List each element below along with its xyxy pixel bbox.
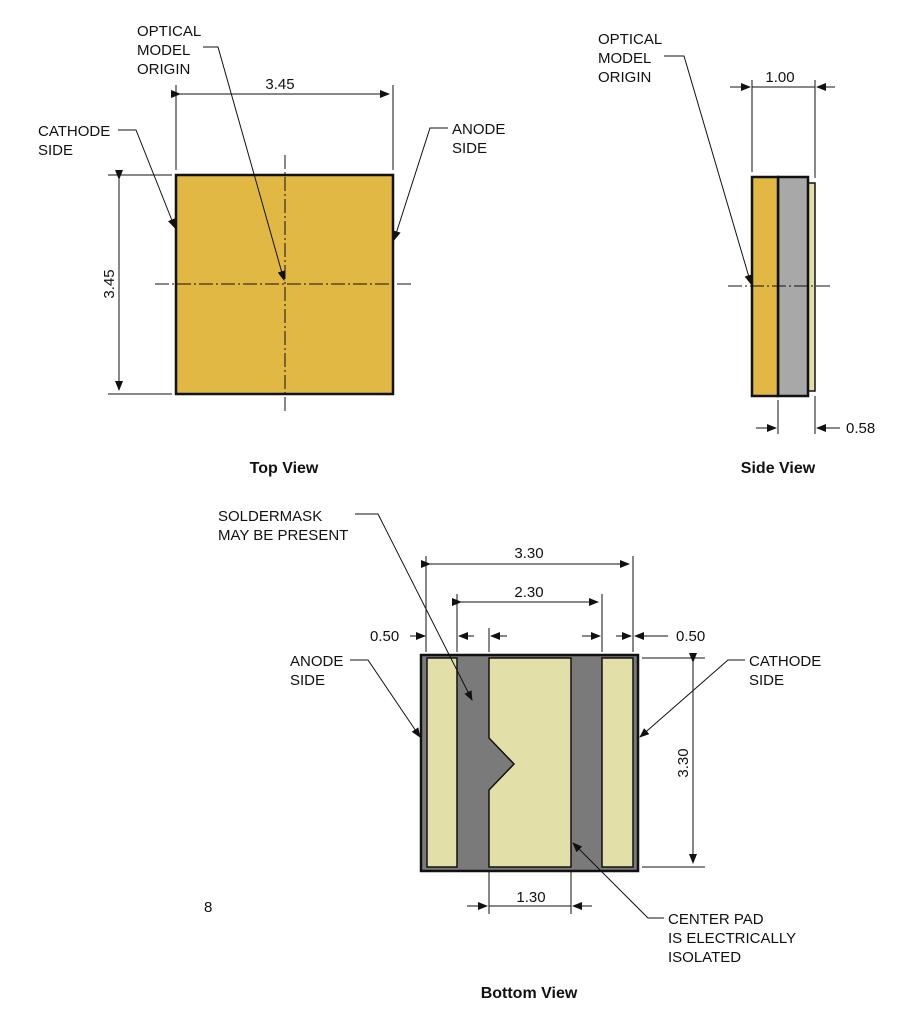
top-origin-leader <box>203 46 286 281</box>
bottom-center-pad-dim: 1.30 <box>516 889 545 906</box>
top-view-caption: Top View <box>250 460 319 477</box>
bottom-center-pad-leader <box>572 842 664 919</box>
side-origin-label: OPTICAL MODEL ORIGIN <box>598 31 666 86</box>
bottom-left-pad-dim: 0.50 <box>370 628 399 645</box>
bottom-height-dim: 3.30 <box>675 748 692 777</box>
top-anode-leader <box>392 127 448 241</box>
bottom-center-pad <box>488 657 572 868</box>
top-origin-label: OPTICAL MODEL ORIGIN <box>137 23 205 78</box>
bottom-right-pad-dim: 0.50 <box>676 628 705 645</box>
bottom-anode-pad <box>426 657 458 868</box>
bottom-center-pad-label: CENTER PAD IS ELECTRICALLY ISOLATED <box>668 911 800 966</box>
bottom-soldermask-label: SOLDERMASK MAY BE PRESENT <box>218 508 348 544</box>
bottom-inner-dim: 2.30 <box>514 584 543 601</box>
side-view-caption: Side View <box>741 460 816 477</box>
bottom-anode-leader <box>350 659 421 738</box>
top-cathode-leader <box>118 129 176 229</box>
top-view: 3.45 3.45 OPTICAL MODEL ORIGIN CATHODE S… <box>38 23 510 477</box>
side-thick-dim: 0.58 <box>846 420 875 437</box>
top-cathode-label: CATHODE SIDE <box>38 123 114 159</box>
side-origin-leader <box>664 55 753 285</box>
top-height-dim: 3.45 <box>101 269 118 298</box>
top-anode-label: ANODE SIDE <box>452 121 510 157</box>
bottom-width-dim: 3.30 <box>514 545 543 562</box>
bottom-view: 3.30 2.30 0.50 0.50 3.30 1.30 SOLDERM <box>218 508 825 1002</box>
side-width-dim: 1.00 <box>765 69 794 86</box>
bottom-soldermask-leader <box>355 513 473 701</box>
bottom-anode-label: ANODE SIDE <box>290 653 348 689</box>
bottom-cathode-pad <box>601 657 634 868</box>
top-width-dim: 3.45 <box>265 76 294 93</box>
bottom-view-caption: Bottom View <box>481 985 578 1002</box>
bottom-cathode-label: CATHODE SIDE <box>749 653 825 689</box>
side-view: 1.00 0.58 OPTICAL MODEL ORIGIN Side View <box>598 31 875 477</box>
bottom-cathode-leader <box>639 659 745 738</box>
page-number: 8 <box>204 899 212 916</box>
